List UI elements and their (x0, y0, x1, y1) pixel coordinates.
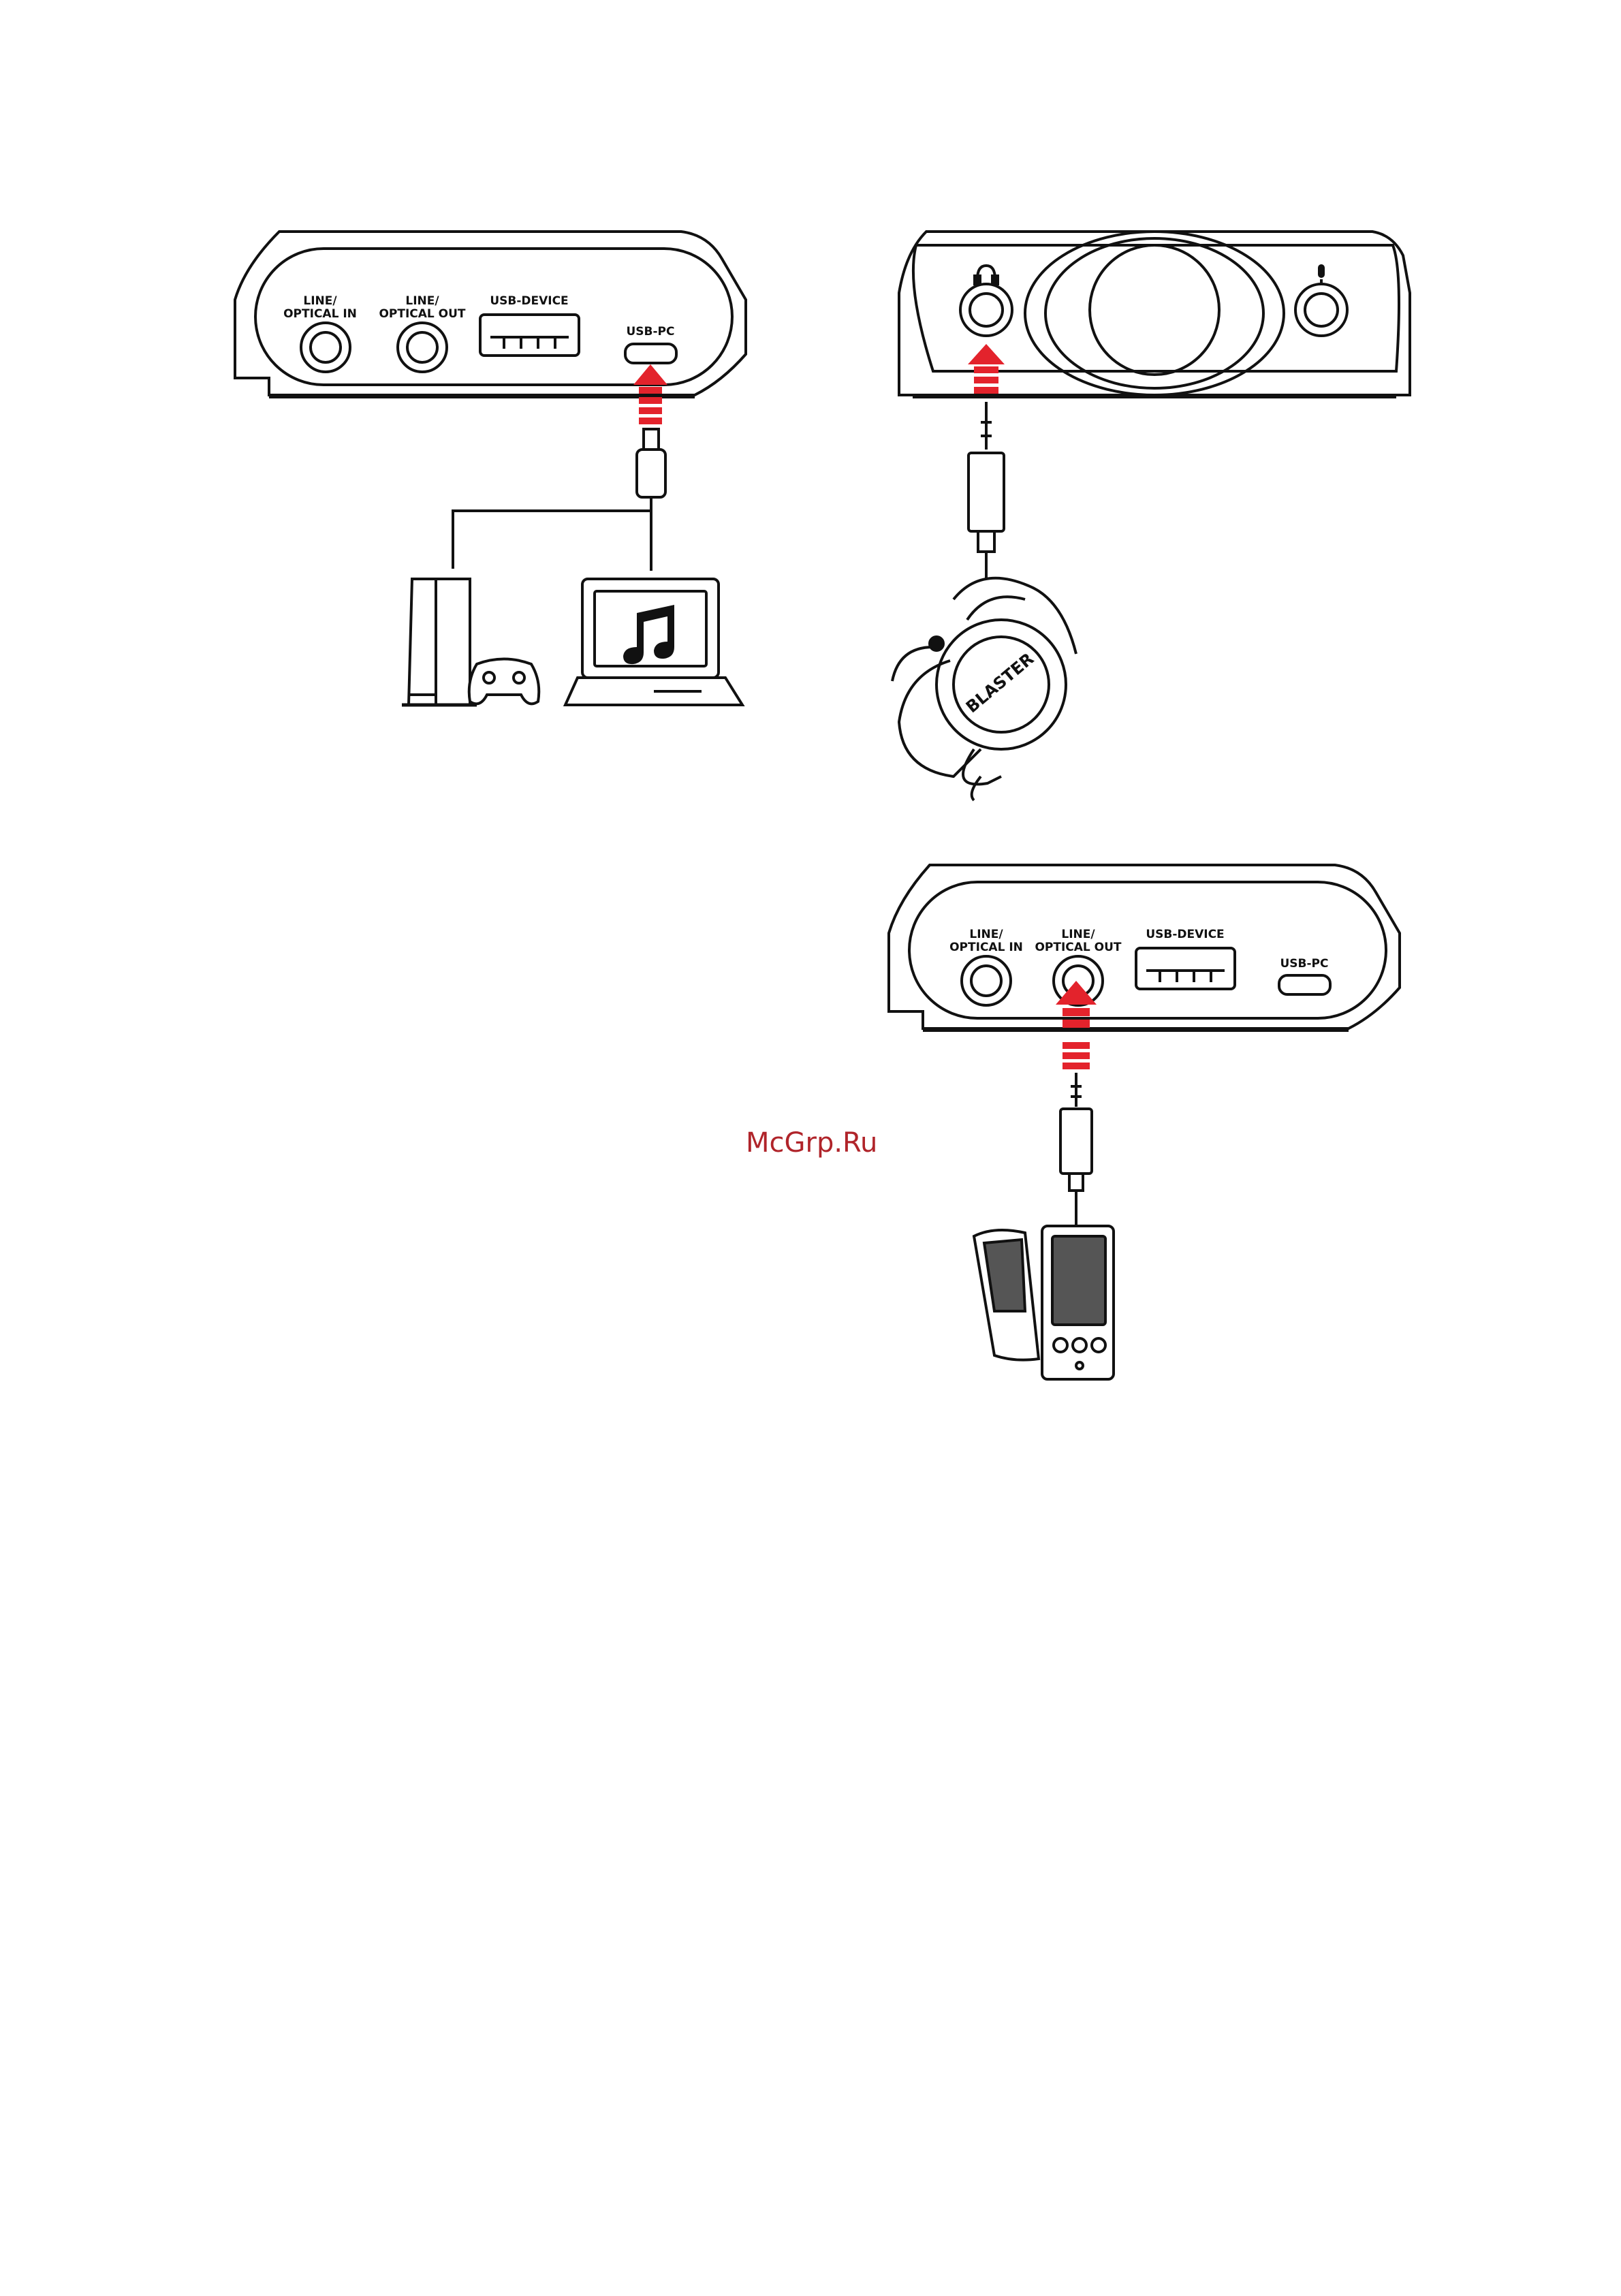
laptop-icon (565, 579, 742, 705)
watermark: McGrp.Ru (746, 1127, 877, 1159)
gamepad-icon (469, 659, 539, 704)
label-line-optical-in-2: OPTICAL IN (283, 307, 357, 321)
arrow-headphone (968, 344, 1005, 394)
usb-pc-port-top (625, 344, 676, 363)
label-usb-device: USB-DEVICE (490, 294, 568, 308)
mic-jack (1295, 284, 1347, 336)
label-line-optical-out-2: OPTICAL OUT (379, 307, 465, 321)
label-usb-pc: USB-PC (627, 325, 675, 339)
headphone-icon (975, 266, 998, 284)
label2-line-optical-in-2: OPTICAL IN (949, 941, 1023, 954)
speaker-icon (974, 1226, 1114, 1379)
jack-line-in-top (301, 323, 350, 372)
headphone-jack (960, 284, 1012, 336)
label2-usb-device: USB-DEVICE (1146, 928, 1224, 941)
usb-pc-port-bottom (1279, 975, 1330, 994)
label-line-optical-out-1: LINE/ (405, 294, 439, 308)
headphone-plug (969, 402, 1004, 579)
label2-line-optical-out-1: LINE/ (1061, 928, 1095, 941)
headset-brand: BLASTER (962, 649, 1037, 717)
usb-device-port-bottom (1136, 948, 1235, 989)
music-note-icon (623, 605, 674, 664)
label2-usb-pc: USB-PC (1280, 957, 1329, 971)
jack-line-in-bottom (962, 956, 1011, 1005)
jack-line-out-top (398, 323, 447, 372)
console-icon (402, 579, 477, 705)
label2-line-optical-in-1: LINE/ (969, 928, 1003, 941)
label-line-optical-in-1: LINE/ (303, 294, 337, 308)
usb-cable (453, 429, 665, 571)
label2-line-optical-out-2: OPTICAL OUT (1035, 941, 1121, 954)
microphone-icon (1318, 264, 1325, 285)
speaker-plug (1060, 1073, 1092, 1226)
usb-device-port-top (480, 315, 579, 356)
arrow-line-out (1056, 981, 1097, 1069)
